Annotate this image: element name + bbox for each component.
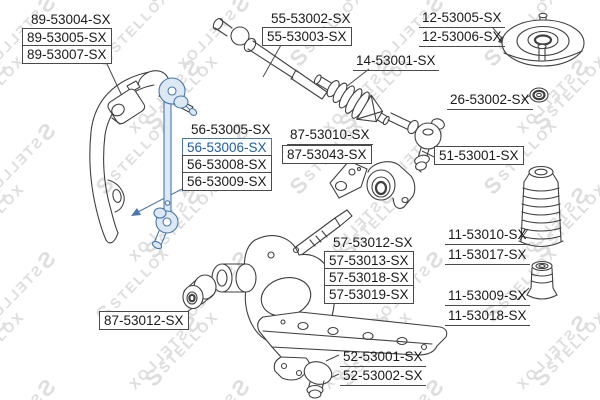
part-label-55-53002-sx[interactable]: 55-53002-SX bbox=[271, 11, 351, 26]
part-label-11-53018-sx[interactable]: 11-53018-SX bbox=[445, 308, 530, 326]
part-label-57-53018-sx[interactable]: 57-53018-SX bbox=[324, 268, 414, 287]
part-label-55-53003-sx[interactable]: 55-53003-SX bbox=[262, 27, 352, 46]
bearing-washer-drawing bbox=[529, 87, 549, 103]
steering-rack-boot-drawing bbox=[313, 74, 390, 126]
part-label-11-53017-sx[interactable]: 11-53017-SX bbox=[445, 247, 530, 265]
part-label-87-53010-sx[interactable]: 87-53010-SX bbox=[287, 127, 373, 145]
part-label-52-53002-sx[interactable]: 52-53002-SX bbox=[340, 368, 426, 386]
bushing-bracket-drawing bbox=[329, 160, 416, 209]
part-label-12-53006-sx[interactable]: 12-53006-SX bbox=[419, 29, 505, 47]
stabilizer-link-drawing bbox=[151, 77, 198, 250]
part-label-51-53001-sx[interactable]: 51-53001-SX bbox=[434, 146, 524, 165]
part-label-89-53007-sx[interactable]: 89-53007-SX bbox=[22, 45, 112, 64]
part-label-87-53012-sx[interactable]: 87-53012-SX bbox=[99, 311, 189, 330]
part-label-14-53001-sx[interactable]: 14-53001-SX bbox=[353, 53, 439, 71]
part-label-11-53009-sx[interactable]: 11-53009-SX bbox=[445, 288, 530, 306]
tie-rod-end-drawing bbox=[387, 112, 445, 173]
part-label-26-53002-sx[interactable]: 26-53002-SX bbox=[447, 92, 533, 110]
dust-boot-drawing bbox=[518, 165, 564, 248]
part-label-57-53012-sx[interactable]: 57-53012-SX bbox=[333, 235, 413, 250]
part-label-89-53005-sx[interactable]: 89-53005-SX bbox=[22, 28, 112, 47]
stabilizer-bar-bushing-drawing bbox=[107, 88, 146, 125]
strut-mount-drawing bbox=[501, 12, 585, 67]
ball-joint-drawing bbox=[271, 346, 333, 399]
control-arm-drawing bbox=[211, 209, 448, 356]
part-label-57-53019-sx[interactable]: 57-53019-SX bbox=[324, 285, 414, 304]
part-label-12-53005-sx[interactable]: 12-53005-SX bbox=[419, 10, 505, 28]
part-label-11-53010-sx[interactable]: 11-53010-SX bbox=[445, 227, 530, 245]
part-label-56-53009-sx[interactable]: 56-53009-SX bbox=[182, 172, 272, 191]
part-label-56-53005-sx[interactable]: 56-53005-SX bbox=[191, 122, 271, 137]
inner-tie-rod-drawing bbox=[212, 17, 328, 100]
bump-stop-drawing bbox=[526, 260, 558, 300]
part-label-52-53001-sx[interactable]: 52-53001-SX bbox=[340, 349, 426, 367]
part-label-89-53004-sx[interactable]: 89-53004-SX bbox=[31, 12, 111, 27]
control-arm-bushing-drawing bbox=[182, 274, 217, 310]
part-label-87-53043-sx[interactable]: 87-53043-SX bbox=[282, 145, 372, 164]
part-label-56-53008-sx[interactable]: 56-53008-SX bbox=[182, 155, 272, 174]
